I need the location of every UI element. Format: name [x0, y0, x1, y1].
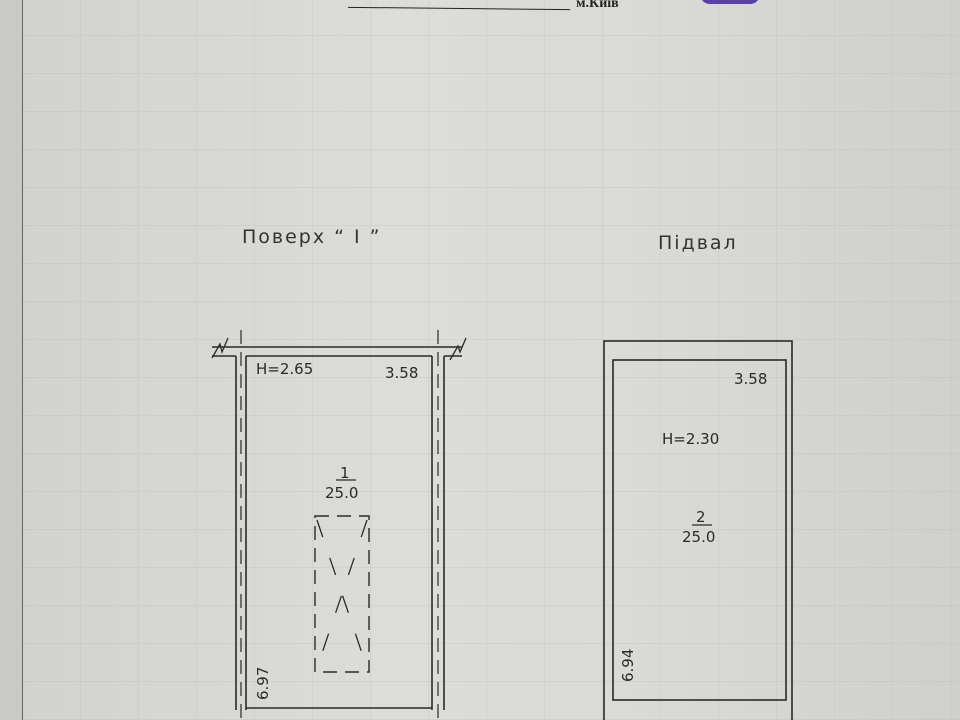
floor1-length: 6.97: [254, 667, 272, 700]
city-label: м.Київ: [576, 0, 619, 11]
floor1-room-number: 1: [340, 464, 350, 482]
floor1-plan: [211, 330, 467, 720]
basement-height: H=2.30: [662, 430, 719, 448]
floor1-title: Поверх “ I ”: [242, 226, 382, 248]
basement-plan: [603, 340, 793, 720]
floor1-width: 3.58: [385, 364, 418, 382]
ink-stamp-mark: [700, 0, 760, 4]
floor1-height: H=2.65: [256, 360, 313, 378]
floor1-room-area: 25.0: [325, 484, 358, 502]
basement-room-number: 2: [696, 508, 706, 526]
binder-edge: [0, 0, 23, 720]
paper-sheet: [22, 0, 960, 720]
background-grid: [22, 0, 960, 720]
basement-title: Підвал: [658, 232, 738, 254]
basement-room-area: 25.0: [682, 528, 715, 546]
basement-length: 6.94: [619, 649, 637, 682]
basement-width: 3.58: [734, 370, 767, 388]
